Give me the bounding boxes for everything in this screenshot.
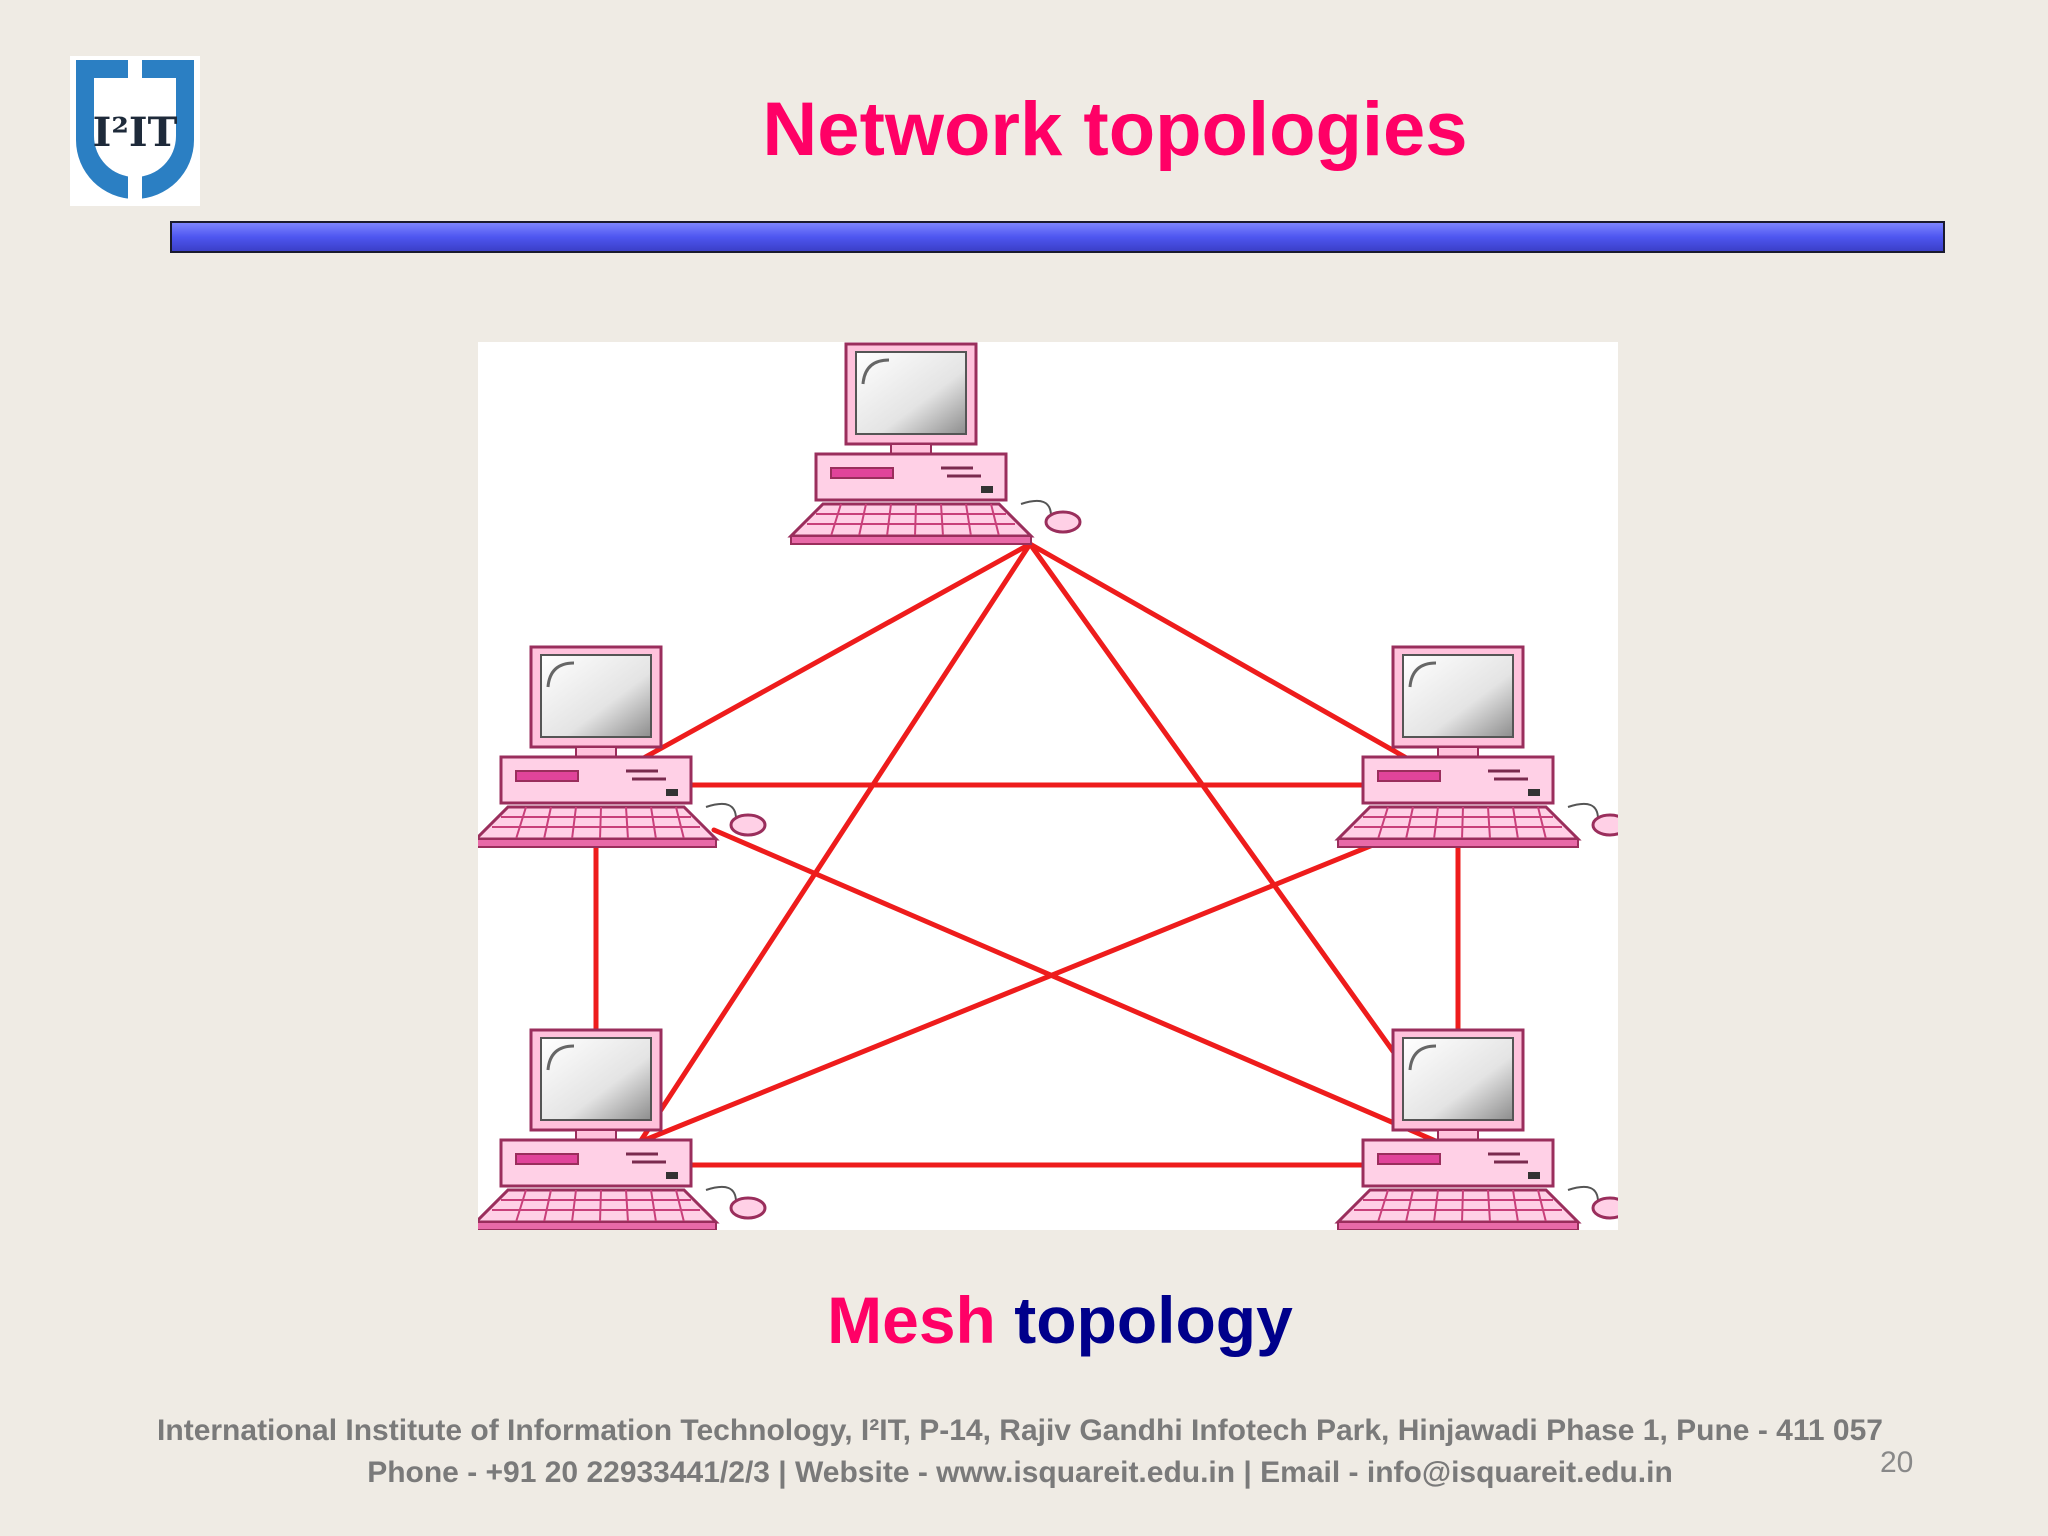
computer-node-bottom-left: [474, 1028, 767, 1232]
footer-contact: Phone - +91 20 22933441/2/3 | Website - …: [367, 1456, 1673, 1489]
mesh-links: [593, 541, 1461, 1168]
link-middle-left-bottom-right: [711, 827, 1441, 1145]
computer-node-bottom-right: [1336, 1028, 1629, 1232]
diagram-caption: Mesh topology: [700, 1282, 1420, 1358]
institute-logo: I²IT: [70, 56, 200, 206]
footer-address: International Institute of Information T…: [157, 1414, 1883, 1447]
caption-word: topology: [1014, 1283, 1293, 1357]
caption-highlight-word: Mesh: [827, 1283, 996, 1357]
link-top-bottom-right: [1027, 541, 1461, 1145]
computer-node-middle-left: [474, 645, 767, 849]
footer: International Institute of Information T…: [120, 1410, 1920, 1494]
mesh-topology-diagram: [474, 342, 1629, 1232]
slide-title: Network topologies: [762, 87, 1468, 172]
link-middle-right-bottom-left: [637, 827, 1413, 1145]
title-divider-bar: [170, 221, 1945, 253]
computer-node-middle-right: [1336, 645, 1629, 849]
link-top-middle-right: [1027, 541, 1413, 763]
link-top-bottom-left: [637, 541, 1033, 1145]
link-top-middle-left: [637, 541, 1033, 763]
computer-node-top: [789, 342, 1082, 546]
page-number: 20: [1880, 1446, 1914, 1479]
logo-text: I²IT: [93, 109, 178, 156]
